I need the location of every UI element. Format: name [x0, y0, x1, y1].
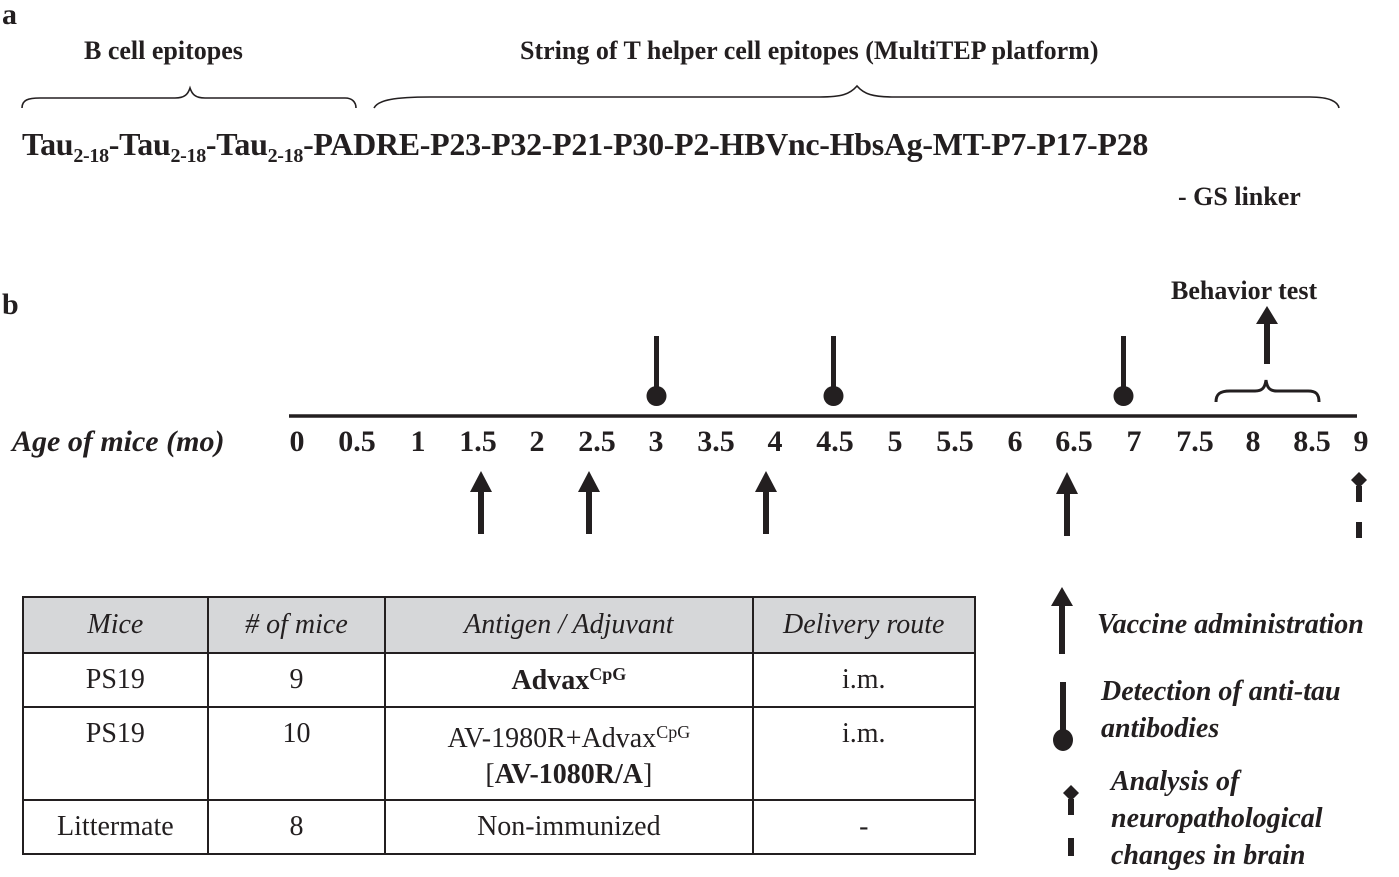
cell-route: - [751, 799, 976, 855]
cell-mice: PS19 [22, 706, 209, 801]
tick-label: 7.5 [1176, 425, 1214, 458]
study-groups-table: Mice # of mice Antigen / Adjuvant Delive… [22, 596, 976, 855]
header-number-of-mice: # of mice [206, 596, 387, 654]
t-helper-epitopes-title: String of T helper cell epitopes (MultiT… [520, 36, 1099, 65]
tau-epitope: Tau2-18 [216, 126, 304, 167]
tick-label: 5 [887, 425, 903, 458]
legend-vaccine-arrow-icon [1051, 587, 1073, 654]
legend-analysis-label: Analysis of neuropathological changes in… [1111, 766, 1323, 871]
table-header-row: Mice # of mice Antigen / Adjuvant Delive… [22, 596, 976, 654]
tick-label: 3 [648, 425, 664, 458]
vaccine-arrow-6-5 [1056, 472, 1078, 536]
tick-label: 1 [410, 425, 426, 458]
tick-label: 5.5 [936, 425, 974, 458]
table-row: PS19 10 AV-1980R+AdvaxCpG [AV-1080R/A] i… [22, 706, 976, 801]
tick-label: 0.5 [338, 425, 376, 458]
cell-antigen: AdvaxCpG [384, 652, 754, 708]
antibody-detection-marker-7 [1113, 336, 1134, 406]
behavior-test-brace [1214, 379, 1321, 403]
cell-route: i.m. [751, 706, 976, 801]
vaccine-arrow-1-5 [470, 471, 492, 534]
cell-mice: PS19 [22, 652, 209, 708]
vaccine-arrow-2-5 [578, 471, 600, 534]
header-antigen-adjuvant: Antigen / Adjuvant [384, 596, 754, 654]
behavior-test-arrow [1256, 306, 1278, 364]
table-row: Littermate 8 Non-immunized - [22, 799, 976, 855]
vaccine-arrow-4 [755, 471, 777, 534]
tick-label: 9 [1353, 425, 1369, 458]
tick-label: 2.5 [578, 425, 616, 458]
tick-label: 4 [767, 425, 783, 458]
cell-count: 10 [206, 706, 387, 801]
header-delivery-route: Delivery route [751, 596, 976, 654]
legend-vaccine-label: Vaccine administration [1097, 609, 1364, 640]
gs-linker-note: - GS linker [1178, 182, 1301, 211]
tick-label: 8.5 [1293, 425, 1331, 458]
cell-antigen: Non-immunized [384, 799, 754, 855]
header-mice: Mice [22, 596, 209, 654]
legend-detection-icon [1053, 682, 1073, 751]
tick-label: 7 [1126, 425, 1142, 458]
panel-label-b: b [2, 288, 19, 321]
t-helper-brace [373, 84, 1340, 109]
b-cell-epitopes-title: B cell epitopes [84, 36, 243, 65]
tick-label: 8 [1245, 425, 1261, 458]
tau-epitope: Tau2-18 [22, 126, 109, 167]
cell-count: 9 [206, 652, 387, 708]
tick-label: 2 [529, 425, 545, 458]
tick-label: 0 [289, 425, 305, 458]
cell-mice: Littermate [22, 799, 209, 855]
legend-analysis-icon [1063, 785, 1079, 856]
antibody-detection-marker-4-5 [823, 336, 844, 406]
t-helper-string: -PADRE-P23-P32-P21-P30-P2-HBVnc-HbsAg-MT… [303, 126, 1149, 162]
table-row: PS19 9 AdvaxCpG i.m. [22, 652, 976, 708]
panel-label-a: a [2, 0, 17, 31]
tick-label: 4.5 [816, 425, 854, 458]
tau-epitope: Tau2-18 [119, 126, 206, 167]
axis-title: Age of mice (mo) [12, 425, 225, 458]
analysis-marker-9 [1351, 472, 1367, 538]
antibody-detection-marker-3 [646, 336, 667, 406]
tick-label: 6.5 [1055, 425, 1093, 458]
tick-label: 1.5 [459, 425, 497, 458]
tick-label: 6 [1007, 425, 1023, 458]
cell-count: 8 [206, 799, 387, 855]
construct-sequence: Tau2-18-Tau2-18-Tau2-18-PADRE-P23-P32-P2… [22, 126, 1149, 167]
cell-route: i.m. [751, 652, 976, 708]
cell-antigen: AV-1980R+AdvaxCpG [AV-1080R/A] [384, 706, 754, 801]
b-cell-brace [21, 85, 357, 109]
behavior-test-label: Behavior test [1171, 276, 1318, 305]
legend-detection-label: Detection of anti-tau antibodies [1101, 676, 1341, 744]
tick-label: 3.5 [697, 425, 735, 458]
